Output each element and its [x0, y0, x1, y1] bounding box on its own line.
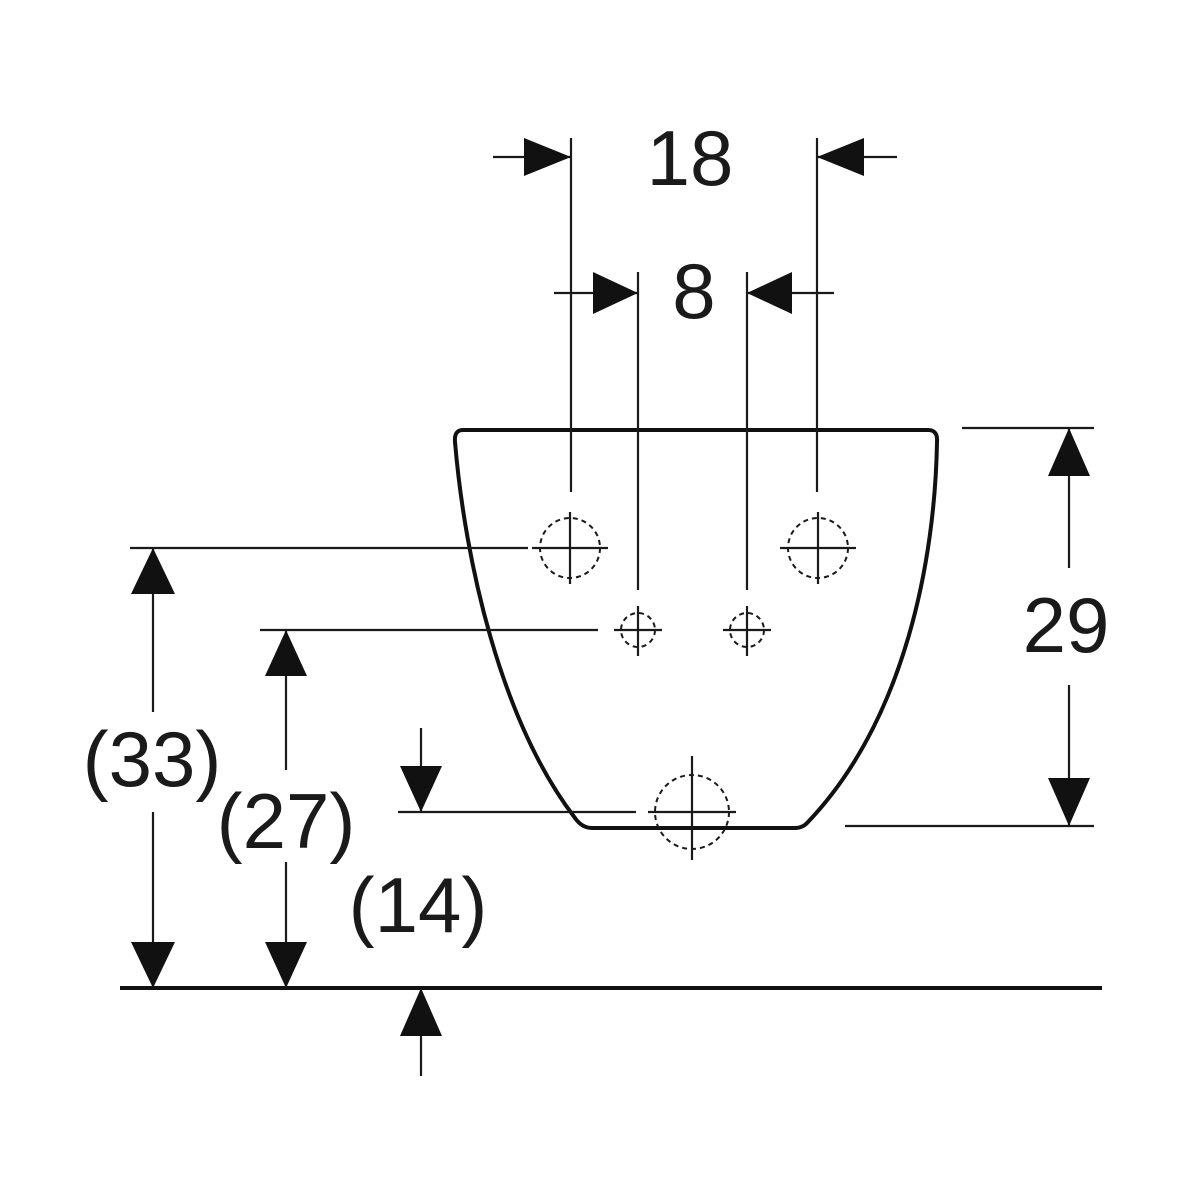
dimension-label-29: 29: [1023, 581, 1110, 669]
dimension-label-27: (27): [217, 777, 356, 865]
dimension-label-18: 18: [647, 114, 734, 202]
dimension-label-33: (33): [83, 715, 222, 803]
dimension-label-8: 8: [672, 247, 715, 335]
arrow-down: [131, 942, 175, 988]
supply-hole-left: [614, 606, 662, 656]
arrow-left: [747, 272, 792, 314]
arrow-up: [400, 988, 442, 1036]
arrow-down: [400, 766, 442, 812]
fixture-outline: [452, 428, 940, 830]
dimension-27: (27): [217, 628, 598, 988]
dimension-label-14: (14): [349, 861, 488, 949]
dimension-33: (33): [83, 546, 528, 988]
dimension-14: (14): [349, 728, 636, 1076]
arrow-right: [524, 138, 571, 176]
arrow-down: [265, 942, 307, 988]
dimension-8: 8: [554, 247, 834, 590]
arrow-up: [265, 630, 307, 676]
mounting-hole-left: [532, 512, 608, 584]
dimension-29: 29: [845, 426, 1110, 828]
arrow-right: [593, 272, 638, 314]
mounting-hole-right: [780, 512, 856, 584]
waste-outlet-hole: [648, 756, 736, 860]
arrow-up: [131, 548, 175, 594]
arrow-left: [817, 138, 864, 176]
arrow-up: [1048, 428, 1090, 476]
supply-hole-right: [723, 606, 771, 656]
arrow-down: [1048, 778, 1090, 826]
dimension-18: 18: [493, 114, 897, 492]
